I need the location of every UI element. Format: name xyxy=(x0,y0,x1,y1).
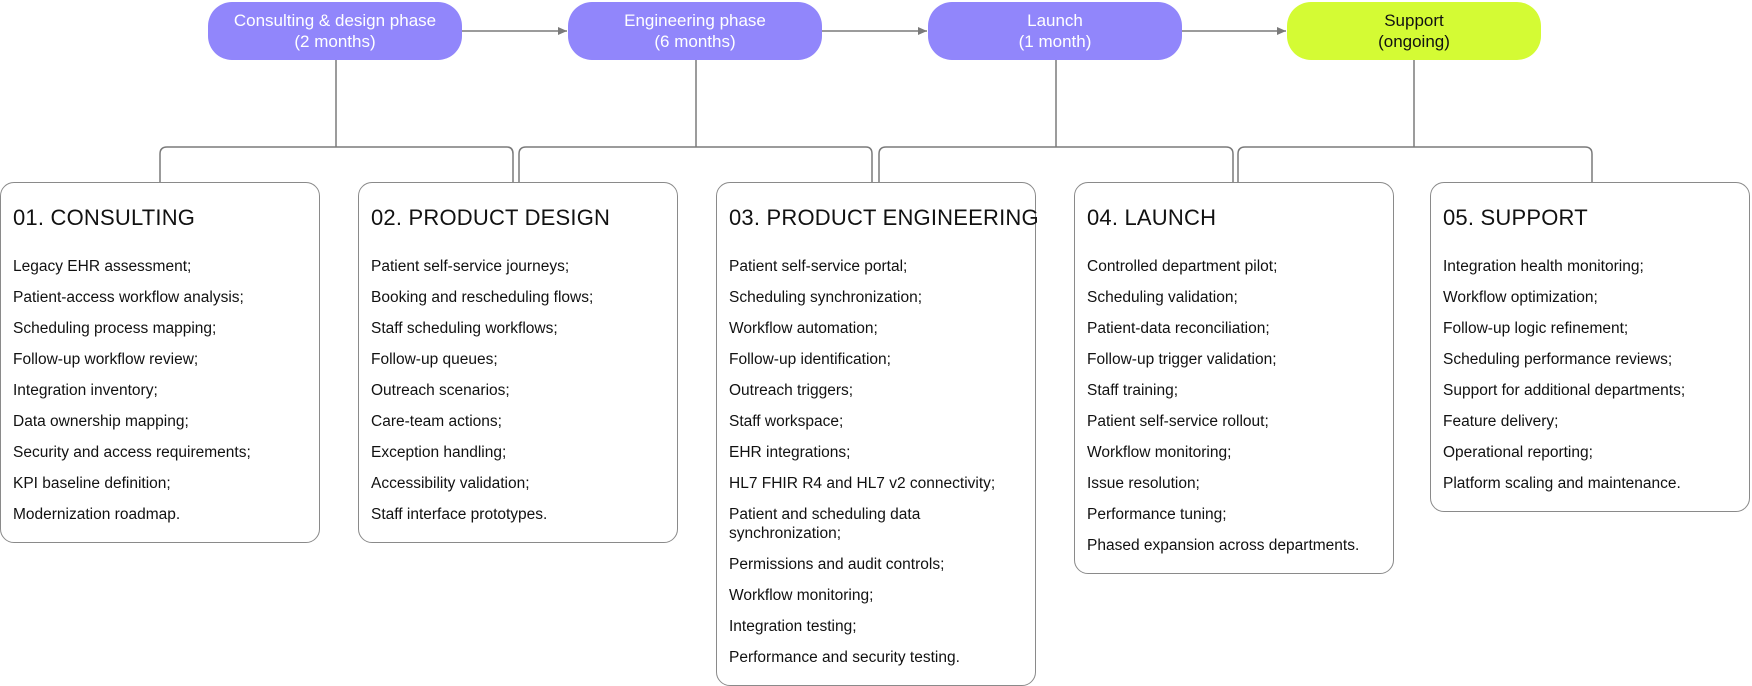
stage-item: Staff interface prototypes. xyxy=(371,506,548,523)
stage-title: 03. PRODUCT ENGINEERING xyxy=(729,205,1039,230)
stage-item: Support for additional departments; xyxy=(1443,382,1686,399)
phase-duration: (ongoing) xyxy=(1378,32,1450,51)
stage-item: Workflow monitoring; xyxy=(729,587,874,604)
phase-title: Launch xyxy=(1027,11,1083,30)
stage-card-product-engineering: 03. PRODUCT ENGINEERING Patient self-ser… xyxy=(716,182,1039,686)
phase-title: Support xyxy=(1384,11,1444,30)
stage-card-product-design: 02. PRODUCT DESIGN Patient self-service … xyxy=(358,182,678,543)
stage-item: Workflow automation; xyxy=(729,320,878,337)
stage-item: Staff workspace; xyxy=(729,413,844,430)
stage-item: Workflow monitoring; xyxy=(1087,444,1232,461)
stage-item: Feature delivery; xyxy=(1443,413,1559,430)
bracket xyxy=(1237,146,1593,182)
phase-title: Consulting & design phase xyxy=(233,11,437,30)
stage-item: Care-team actions; xyxy=(371,413,502,430)
stage-item: Performance and security testing. xyxy=(729,649,960,666)
phase-launch: Launch (1 month) xyxy=(928,2,1182,60)
stage-item: Booking and rescheduling flows; xyxy=(371,289,594,306)
bracket xyxy=(878,146,1234,182)
stage-item: Patient-data reconciliation; xyxy=(1087,320,1270,337)
stage-item: Scheduling validation; xyxy=(1087,289,1238,306)
stage-item: Phased expansion across departments. xyxy=(1087,537,1360,554)
stage-item: Scheduling synchronization; xyxy=(729,289,923,306)
stage-title: 02. PRODUCT DESIGN xyxy=(371,205,611,230)
stage-item: Accessibility validation; xyxy=(371,475,530,492)
stage-item: HL7 FHIR R4 and HL7 v2 connectivity; xyxy=(729,475,996,492)
stage-item: Staff scheduling workflows; xyxy=(371,320,558,337)
stage-title: 01. CONSULTING xyxy=(13,205,196,230)
stage-item-list: Integration health monitoring; Workflow o… xyxy=(1443,257,1737,493)
stage-item: KPI baseline definition; xyxy=(13,475,171,492)
stage-item: Follow-up logic refinement; xyxy=(1443,320,1629,337)
phase-title: Engineering phase xyxy=(624,11,766,30)
stage-item: Scheduling performance reviews; xyxy=(1443,351,1673,368)
stage-item-list: Legacy EHR assessment; Patient-access wor… xyxy=(13,257,307,524)
phase-engineering: Engineering phase (6 months) xyxy=(568,2,822,60)
stage-item: Follow-up queues; xyxy=(371,351,498,368)
stage-item: Data ownership mapping; xyxy=(13,413,189,430)
stage-item: Outreach triggers; xyxy=(729,382,854,399)
stage-item: Outreach scenarios; xyxy=(371,382,510,399)
stage-item-list: Patient self-service portal; Scheduling s… xyxy=(729,257,1023,667)
stage-item: Patient-access workflow analysis; xyxy=(13,289,244,306)
stage-title: 05. SUPPORT xyxy=(1443,205,1588,230)
stage-item-list: Patient self-service journeys; Booking an… xyxy=(371,257,665,524)
stage-item: Follow-up trigger validation; xyxy=(1087,351,1277,368)
stage-item: Patient self-service journeys; xyxy=(371,258,570,275)
stage-item: Patient self-service rollout; xyxy=(1087,413,1269,430)
stage-item: Workflow optimization; xyxy=(1443,289,1598,306)
stage-item: Follow-up identification; xyxy=(729,351,891,368)
stage-item: Performance tuning; xyxy=(1087,506,1227,523)
stage-item: Scheduling process mapping; xyxy=(13,320,217,337)
stage-item: Patient and scheduling data synchronizat… xyxy=(729,506,921,542)
stage-item: Exception handling; xyxy=(371,444,507,461)
stage-item: Legacy EHR assessment; xyxy=(13,258,192,275)
phase-duration: (6 months) xyxy=(654,32,736,51)
stage-card-consulting: 01. CONSULTING Legacy EHR assessment; Pat… xyxy=(0,182,320,543)
stage-card-support: 05. SUPPORT Integration health monitorin… xyxy=(1430,182,1750,512)
bracket xyxy=(518,146,873,182)
stage-item: Staff training; xyxy=(1087,382,1179,399)
stage-card-launch: 04. LAUNCH Controlled department pilot; S… xyxy=(1074,182,1394,574)
stage-item-list: Controlled department pilot; Scheduling v… xyxy=(1087,257,1381,555)
stage-title: 04. LAUNCH xyxy=(1087,205,1217,230)
stage-item: Patient self-service portal; xyxy=(729,258,908,275)
stage-item: Controlled department pilot; xyxy=(1087,258,1278,275)
stage-item: Permissions and audit controls; xyxy=(729,556,945,573)
stage-item: Platform scaling and maintenance. xyxy=(1443,475,1681,492)
stage-item: Follow-up workflow review; xyxy=(13,351,199,368)
phase-support: Support (ongoing) xyxy=(1287,2,1541,60)
bracket xyxy=(159,146,514,182)
stage-item: Integration inventory; xyxy=(13,382,158,399)
phase-duration: (1 month) xyxy=(1018,32,1092,51)
stage-item: Operational reporting; xyxy=(1443,444,1593,461)
stage-item: Modernization roadmap. xyxy=(13,506,181,523)
stage-item: Security and access requirements; xyxy=(13,444,251,461)
phase-duration: (2 months) xyxy=(294,32,376,51)
stage-item: Integration health monitoring; xyxy=(1443,258,1644,275)
stage-item: Integration testing; xyxy=(729,618,857,635)
phase-consulting-design: Consulting & design phase (2 months) xyxy=(208,2,462,60)
stage-item: Issue resolution; xyxy=(1087,475,1200,492)
stage-item: EHR integrations; xyxy=(729,444,851,461)
